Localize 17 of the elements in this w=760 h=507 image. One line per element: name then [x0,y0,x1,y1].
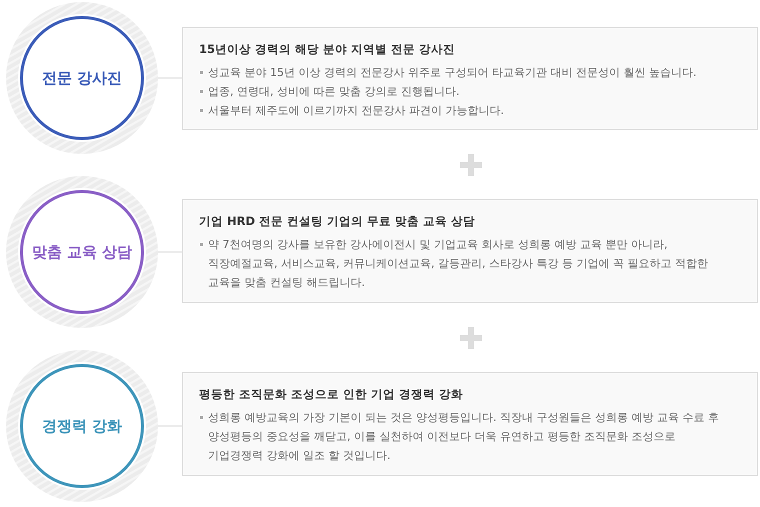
bullet-text: 업종, 연령대, 성비에 따른 맞춤 강의로 진행됩니다. [199,82,728,101]
info-panel [182,27,758,130]
info-panel [182,372,758,476]
circle-title: 전문 강사진 [42,68,122,88]
panel-heading: 15년이상 경력의 해당 분야 지역별 전문 강사진 [199,41,456,58]
bullet-text: 성교육 분야 15년 이상 경력의 전문강사 위주로 구성되어 타교육기관 대비 전문성이 훨씬 높습니다. [199,63,728,82]
circle-title: 경쟁력 강화 [42,416,122,436]
category-circle [6,350,158,502]
panel-heading: 기업 HRD 전문 컨설팅 기업의 무료 맞춤 교육 상담 [199,213,476,230]
bullet-text: 서울부터 제주도에 이르기까지 전문강사 파견이 가능합니다. [199,101,728,120]
bullet-text: 성희롱 예방교육의 가장 기본이 되는 것은 양성평등입니다. 직장내 구성원들은 성희롱 예방 교육 수료 후 양성평등의 중요성을 깨닫고, 이를 실천하여 이전보다 더욱 유연하고 평등한 조직문화 조성으로 기업경쟁력 강화에 일조 할 것입니다. [199,408,728,465]
category-circle [6,176,158,328]
category-circle [6,2,158,154]
panel-heading: 평등한 조직문화 조성으로 인한 기업 경쟁력 강화 [199,386,464,403]
info-panel [182,199,758,303]
circle-title: 맞춤 교육 상담 [32,242,132,262]
bullet-text: 약 7천여명의 강사를 보유한 강사에이전시 및 기업교육 회사로 성희롱 예방 교육 뿐만 아니라, 직장예절교육, 서비스교육, 커뮤니케이션교육, 갈등관리, 스타강사 특강 등 기업에 꼭 필요하고 적합한 교육을 맞춤 컨설팅 해드립니다. [199,235,728,292]
